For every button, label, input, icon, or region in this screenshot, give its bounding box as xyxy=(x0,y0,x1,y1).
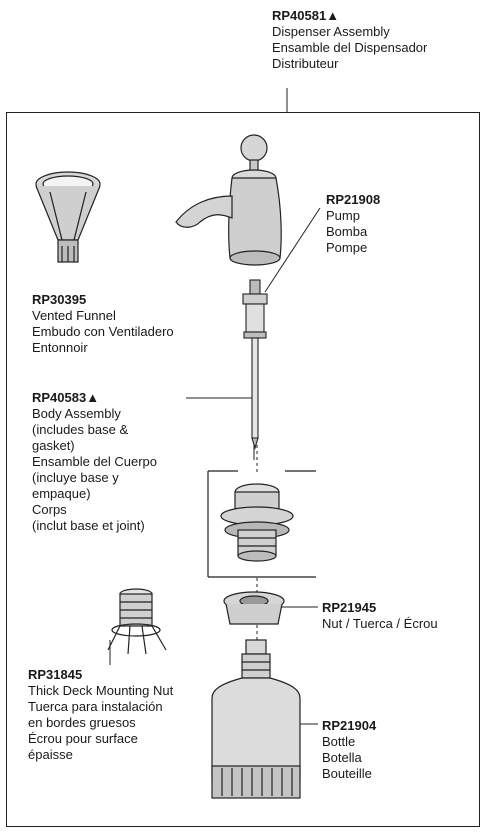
bottle-part xyxy=(211,639,301,799)
body-desc-line-8: (inclut base et joint) xyxy=(32,518,145,533)
dispenser-part-number: RP40581▲ xyxy=(272,8,340,23)
body-desc-line-6: empaque) xyxy=(32,486,91,501)
body-assembly-bracket xyxy=(207,470,316,578)
body-desc-line-2: (includes base & xyxy=(32,422,129,437)
bottle-desc-en: Bottle xyxy=(322,734,356,749)
pump-desc-en: Pump xyxy=(326,208,360,223)
bottle-desc-es: Botella xyxy=(322,750,362,765)
bottle-desc-fr: Bouteille xyxy=(322,766,372,781)
mount-desc-line-3: en bordes gruesos xyxy=(28,715,136,730)
funnel-desc-es: Embudo con Ventiladero xyxy=(32,324,174,339)
body-assembly-part xyxy=(220,483,294,562)
dispenser-desc-fr: Distributeur xyxy=(272,56,339,71)
dispenser-label: RP40581▲ Dispenser Assembly Ensamble del… xyxy=(272,8,427,72)
body-desc-line-4: Ensamble del Cuerpo xyxy=(32,454,158,469)
nut-label: RP21945 Nut / Tuerca / Écrou xyxy=(322,600,438,632)
funnel-desc-en: Vented Funnel xyxy=(32,308,116,323)
pump-part-number: RP21908 xyxy=(326,192,381,207)
mount-label: RP31845 Thick Deck Mounting Nut Tuerca p… xyxy=(28,667,173,763)
pump-label: RP21908 Pump Bomba Pompe xyxy=(326,192,380,256)
nut-part xyxy=(223,591,285,625)
mount-desc-line-5: épaisse xyxy=(28,747,73,762)
body-desc-line-1: Body Assembly xyxy=(32,406,121,421)
pump-desc-es: Bomba xyxy=(326,224,368,239)
bottle-part-number: RP21904 xyxy=(322,718,377,733)
body-desc-line-5: (incluye base y xyxy=(32,470,119,485)
dispenser-head-part xyxy=(175,134,282,266)
nut-part-number: RP21945 xyxy=(322,600,377,615)
body-part-number: RP40583▲ xyxy=(32,390,100,405)
pump-part xyxy=(242,279,268,450)
mount-desc-line-4: Écrou pour surface xyxy=(28,731,138,746)
dispenser-desc-es: Ensamble del Dispensador xyxy=(272,40,428,55)
dispenser-desc-en: Dispenser Assembly xyxy=(272,24,390,39)
funnel-desc-fr: Entonnoir xyxy=(32,340,88,355)
mount-desc-line-2: Tuerca para instalación xyxy=(28,699,163,714)
funnel-label: RP30395 Vented Funnel Embudo con Ventila… xyxy=(32,292,174,356)
nut-desc: Nut / Tuerca / Écrou xyxy=(322,616,438,631)
body-desc-line-7: Corps xyxy=(32,502,67,517)
body-label: RP40583▲ Body Assembly (includes base & … xyxy=(32,390,157,534)
mounting-nut-part xyxy=(107,588,167,655)
mount-desc-line-1: Thick Deck Mounting Nut xyxy=(28,683,174,698)
funnel-part-number: RP30395 xyxy=(32,292,87,307)
bottle-label: RP21904 Bottle Botella Bouteille xyxy=(322,718,376,782)
pump-leader-line xyxy=(264,207,321,293)
pump-desc-fr: Pompe xyxy=(326,240,368,255)
diagram-frame xyxy=(6,112,480,827)
body-desc-line-3: gasket) xyxy=(32,438,75,453)
funnel-part xyxy=(35,171,101,263)
mount-part-number: RP31845 xyxy=(28,667,83,682)
